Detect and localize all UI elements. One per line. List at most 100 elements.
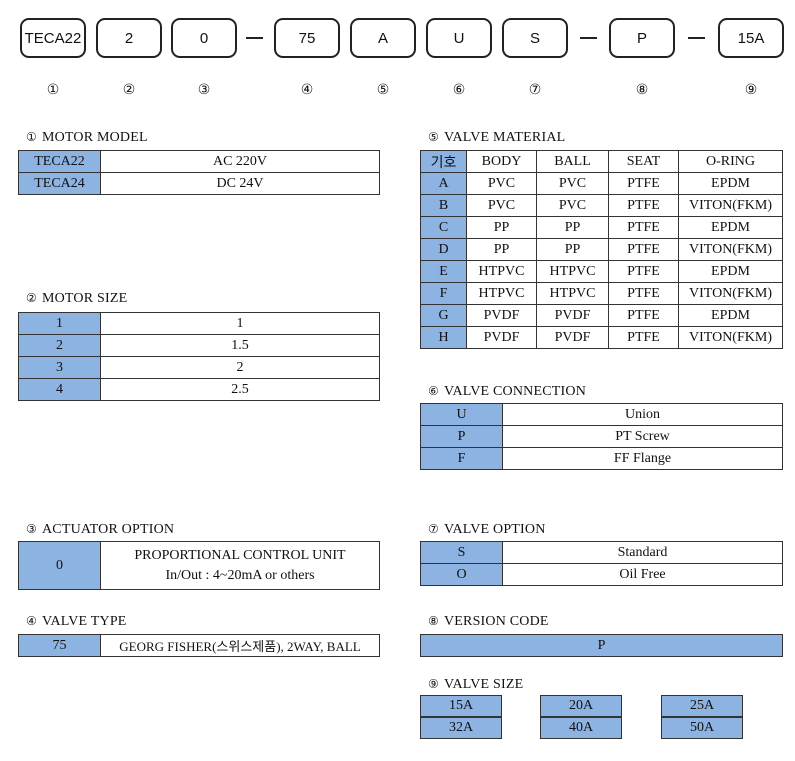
- section-number: ④: [26, 614, 37, 628]
- valve-size-grid: 15A 20A 25A 32A 40A 50A: [420, 695, 783, 741]
- section-number: ③: [26, 522, 37, 536]
- table-cell: PVC: [466, 172, 537, 195]
- table-value-cell: Oil Free: [502, 563, 783, 586]
- table-key-cell: 75: [18, 634, 101, 657]
- table-key-cell: F: [420, 447, 503, 470]
- table-cell: PTFE: [608, 260, 679, 283]
- table-row: E HTPVC HTPVC PTFE EPDM: [420, 260, 783, 283]
- marker-7: ⑦: [528, 82, 542, 98]
- marker-1: ①: [46, 82, 60, 98]
- section-number: ⑦: [428, 522, 439, 536]
- table-row: 3 2: [18, 356, 380, 379]
- table-cell: PVDF: [536, 304, 609, 327]
- section-title-text: VALVE SIZE: [443, 677, 524, 692]
- table-row: G PVDF PVDF PTFE EPDM: [420, 304, 783, 327]
- section-title-valve-type: ④ VALVE TYPE: [26, 614, 127, 630]
- table-value-cell: AC 220V: [100, 150, 380, 173]
- table-key-cell: TECA22: [18, 150, 101, 173]
- table-value-cell: 2.5: [100, 378, 380, 401]
- table-key-cell: D: [420, 238, 467, 261]
- table-value-cell: DC 24V: [100, 172, 380, 195]
- code-box-version-code: P: [609, 18, 675, 58]
- table-row: 75 GEORG FISHER(스위스제품), 2WAY, BALL: [18, 634, 380, 657]
- dash-separator: [580, 37, 597, 39]
- table-cell: PTFE: [608, 304, 679, 327]
- table-header-row: 기호 BODY BALL SEAT O-RING: [420, 150, 783, 173]
- marker-9: ⑨: [744, 82, 758, 98]
- table-row: TECA22 AC 220V: [18, 150, 380, 173]
- table-cell: PVC: [536, 172, 609, 195]
- table-row: A PVC PVC PTFE EPDM: [420, 172, 783, 195]
- code-box-valve-connection: U: [426, 18, 492, 58]
- table-cell: VITON(FKM): [678, 326, 783, 349]
- table-cell: PTFE: [608, 216, 679, 239]
- dash-separator: [246, 37, 263, 39]
- actuator-option-table: 0 PROPORTIONAL CONTROL UNIT In/Out : 4~2…: [18, 541, 380, 590]
- section-title-text: VALVE MATERIAL: [443, 130, 566, 145]
- valve-material-table: 기호 BODY BALL SEAT O-RING A PVC PVC PTFE …: [420, 150, 783, 349]
- table-cell: EPDM: [678, 172, 783, 195]
- table-key-cell: 0: [18, 541, 101, 590]
- table-cell: PVC: [536, 194, 609, 217]
- table-key-cell: 4: [18, 378, 101, 401]
- valve-size-cell: 15A: [420, 695, 502, 717]
- section-number: ⑤: [428, 130, 439, 144]
- marker-3: ③: [197, 82, 211, 98]
- table-key-cell: F: [420, 282, 467, 305]
- table-key-cell: C: [420, 216, 467, 239]
- table-key-cell: 2: [18, 334, 101, 357]
- section-title-valve-material: ⑤ VALVE MATERIAL: [428, 130, 565, 146]
- table-row: 1 1: [18, 312, 380, 335]
- table-cell: EPDM: [678, 216, 783, 239]
- table-key-cell: U: [420, 403, 503, 426]
- code-box-valve-type: 75: [274, 18, 340, 58]
- table-row: TECA24 DC 24V: [18, 172, 380, 195]
- table-key-cell: S: [420, 541, 503, 564]
- marker-2: ②: [122, 82, 136, 98]
- table-key-cell: 1: [18, 312, 101, 335]
- section-title-valve-size: ⑨ VALVE SIZE: [428, 677, 523, 693]
- table-header-cell: SEAT: [608, 150, 679, 173]
- table-cell: PTFE: [608, 238, 679, 261]
- section-title-text: VALVE TYPE: [41, 614, 127, 629]
- table-cell: HTPVC: [536, 282, 609, 305]
- table-cell: EPDM: [678, 260, 783, 283]
- model-code-row: TECA22 2 0 75 A U S P 15A: [0, 18, 795, 62]
- section-title-text: MOTOR MODEL: [41, 130, 148, 145]
- marker-5: ⑤: [376, 82, 390, 98]
- table-row: F FF Flange: [420, 447, 783, 470]
- table-cell: PVDF: [536, 326, 609, 349]
- dash-separator: [688, 37, 705, 39]
- table-value-cell: Union: [502, 403, 783, 426]
- table-cell: VITON(FKM): [678, 194, 783, 217]
- table-cell: EPDM: [678, 304, 783, 327]
- actuator-option-line-1: PROPORTIONAL CONTROL UNIT: [134, 547, 346, 563]
- motor-model-table: TECA22 AC 220V TECA24 DC 24V: [18, 150, 380, 195]
- table-row: H PVDF PVDF PTFE VITON(FKM): [420, 326, 783, 349]
- valve-size-cell: 40A: [540, 717, 622, 739]
- code-box-motor-size: 2: [96, 18, 162, 58]
- table-row: S Standard: [420, 541, 783, 564]
- table-row: 0 PROPORTIONAL CONTROL UNIT In/Out : 4~2…: [18, 541, 380, 590]
- table-header-cell: 기호: [420, 150, 467, 173]
- table-value-cell: GEORG FISHER(스위스제품), 2WAY, BALL: [100, 634, 380, 657]
- section-number: ⑥: [428, 384, 439, 398]
- valve-size-cell: 25A: [661, 695, 743, 717]
- table-value-cell: 1.5: [100, 334, 380, 357]
- table-row: 2 1.5: [18, 334, 380, 357]
- table-cell: VITON(FKM): [678, 282, 783, 305]
- section-title-text: VERSION CODE: [443, 614, 549, 629]
- section-number: ②: [26, 291, 37, 305]
- table-cell: PP: [536, 238, 609, 261]
- table-row: O Oil Free: [420, 563, 783, 586]
- table-cell: PP: [466, 216, 537, 239]
- code-box-actuator-option: 0: [171, 18, 237, 58]
- table-cell: PTFE: [608, 326, 679, 349]
- table-row: 4 2.5: [18, 378, 380, 401]
- table-row: D PP PP PTFE VITON(FKM): [420, 238, 783, 261]
- section-number: ⑨: [428, 677, 439, 691]
- table-cell: PVDF: [466, 304, 537, 327]
